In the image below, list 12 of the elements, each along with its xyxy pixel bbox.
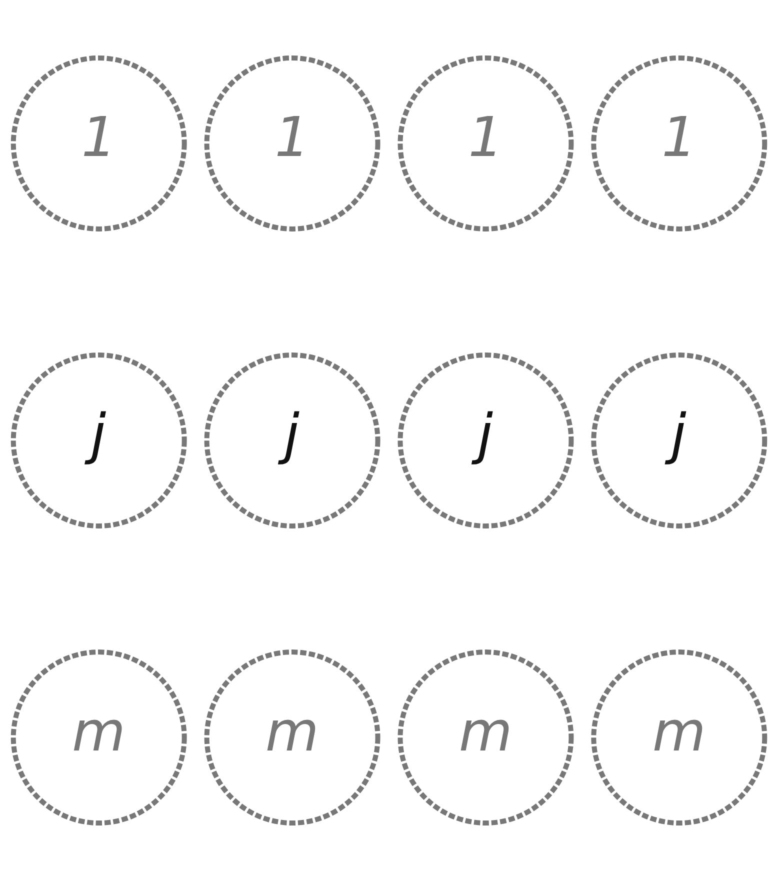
node-circle: m [398, 649, 574, 825]
node-circle: j [591, 352, 768, 528]
node-circle: 1 [591, 55, 768, 231]
node-circle: j [10, 352, 187, 528]
node-circle: 1 [204, 55, 380, 231]
node-circle: j [204, 352, 380, 528]
node-circle: m [10, 649, 187, 825]
node-circle: 1 [10, 55, 187, 231]
node-circle: m [591, 649, 768, 825]
node-circle: m [204, 649, 380, 825]
node-circle: 1 [398, 55, 574, 231]
node-circle: j [398, 352, 574, 528]
